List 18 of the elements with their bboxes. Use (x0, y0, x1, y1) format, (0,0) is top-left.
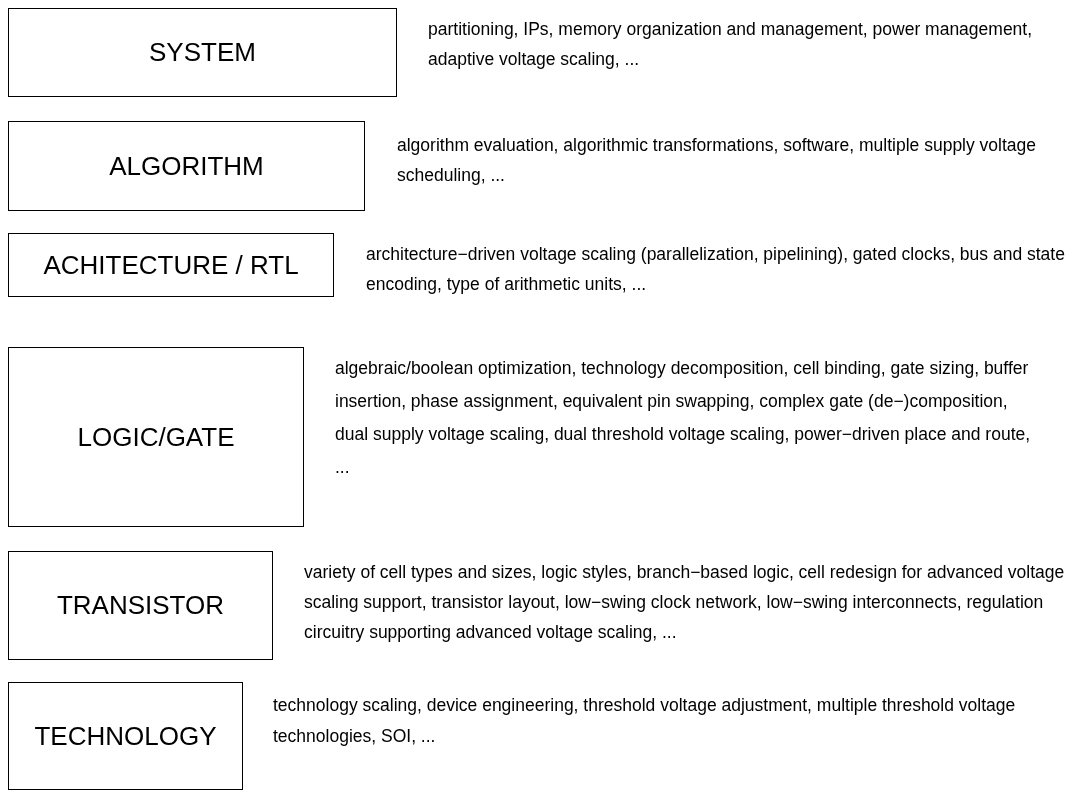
level-label: ACHITECTURE / RTL (43, 248, 299, 282)
technique-list: algebraic/boolean optimization, technology decomposition, cell binding, gate sizing, buffer insertion, phase assignment, equivalent pin swapping, complex gate (de−)composition, dual supply voltage scaling, dual threshold voltage scaling, power−driven place and route, ... (335, 352, 1035, 484)
level-box (8, 8, 397, 97)
level-box (8, 347, 304, 527)
level-label: LOGIC/GATE (77, 420, 235, 454)
level-box (8, 121, 365, 211)
level-label: TECHNOLOGY (34, 719, 217, 753)
level-box (8, 551, 273, 660)
technique-list: variety of cell types and sizes, logic styles, branch−based logic, cell redesign for advanced voltage scaling support, transistor layout, low−swing clock network, low−swing interconnects, regulation circuitry supporting advanced voltage scaling, ... (304, 557, 1080, 647)
level-label: SYSTEM (149, 36, 256, 69)
technique-list: partitioning, IPs, memory organization and management, power management, adaptive voltage scaling, ... (428, 14, 1058, 74)
level-box (8, 682, 243, 790)
level-label: ALGORITHM (109, 149, 264, 183)
level-label: TRANSISTOR (56, 589, 225, 622)
technique-list: technology scaling, device engineering, threshold voltage adjustment, multiple threshold voltage technologies, SOI, ... (273, 690, 1073, 752)
technique-list: architecture−driven voltage scaling (parallelization, pipelining), gated clocks, bus and state encoding, type of arithmetic units, ... (366, 239, 1080, 299)
technique-list: algorithm evaluation, algorithmic transformations, software, multiple supply voltage scheduling, ... (397, 130, 1037, 190)
level-box (8, 233, 334, 297)
